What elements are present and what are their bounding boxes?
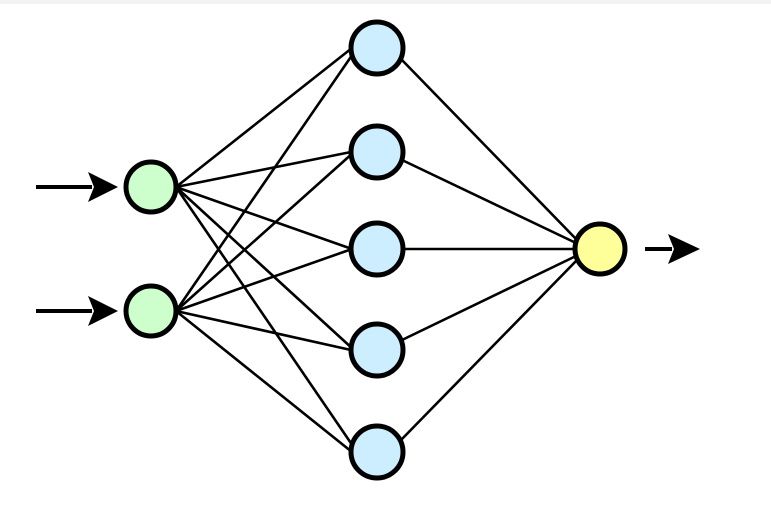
edge-input-1-to-hidden-5	[174, 185, 359, 454]
edge-input-2-to-hidden-5	[174, 309, 354, 454]
edge-input-1-to-hidden-4	[174, 185, 356, 352]
arrows-group	[36, 172, 700, 326]
edge-input-1-to-hidden-2	[174, 150, 353, 189]
node-hidden-5[interactable]	[348, 423, 406, 481]
node-hidden-4[interactable]	[348, 321, 406, 379]
edge-hidden-2-to-output-1	[400, 158, 578, 245]
edge-input-2-to-hidden-1	[174, 46, 359, 313]
edge-input-2-to-hidden-2	[174, 150, 356, 313]
node-hidden-3[interactable]	[348, 220, 406, 278]
edge-input-1-to-hidden-1	[174, 46, 354, 189]
input-arrow-1-head-icon	[88, 172, 118, 202]
top-border-strip	[0, 0, 771, 4]
nodes-group	[123, 19, 628, 481]
edge-hidden-1-to-output-1	[399, 57, 579, 242]
output-arrow-1-head-icon	[668, 234, 700, 264]
edges-group	[174, 46, 580, 454]
node-input-1[interactable]	[123, 159, 179, 215]
input-arrow-2-head-icon	[88, 296, 118, 326]
node-hidden-1[interactable]	[348, 19, 406, 77]
edge-input-2-to-hidden-4	[174, 309, 353, 352]
edge-input-1-to-hidden-3	[174, 185, 354, 251]
edge-hidden-5-to-output-1	[399, 257, 580, 442]
node-input-2[interactable]	[123, 283, 179, 339]
edge-hidden-4-to-output-1	[400, 254, 578, 342]
edge-input-2-to-hidden-3	[174, 247, 354, 313]
node-hidden-2[interactable]	[348, 123, 406, 181]
node-output-1[interactable]	[572, 221, 628, 277]
